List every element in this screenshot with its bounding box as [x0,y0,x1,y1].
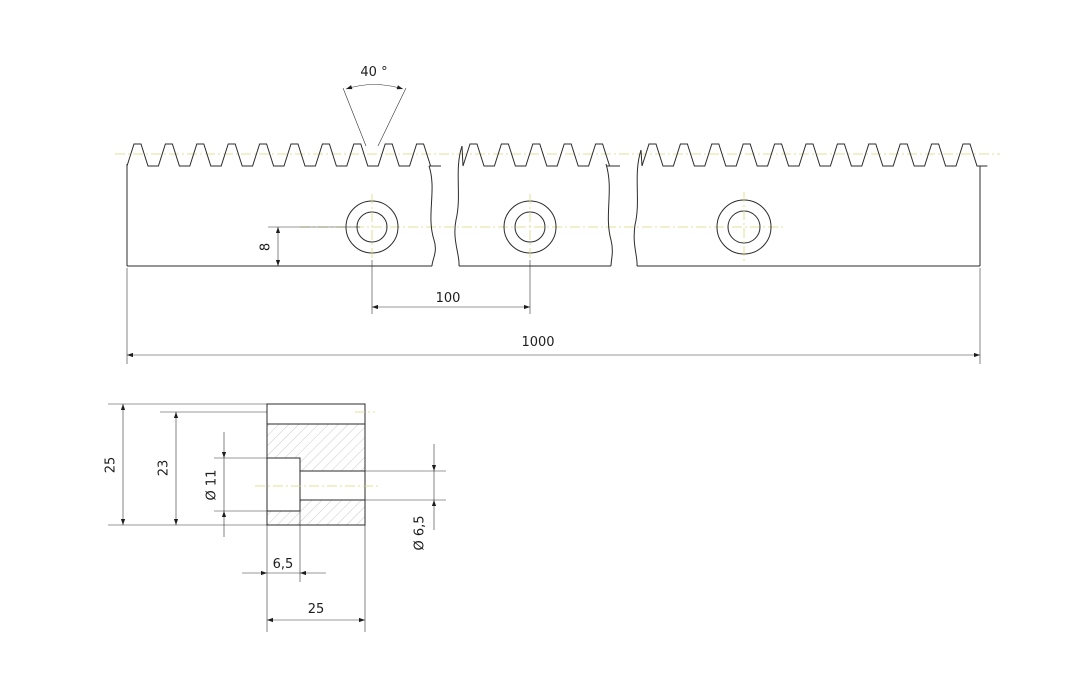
rack-teeth-segment-3 [640,143,988,167]
section-width-label: 25 [308,602,325,617]
tooth-angle-label: 40 ° [360,65,387,80]
dim-hole-diameter: Ø 6,5 [365,444,446,551]
section-height-pitch-label: 23 [157,460,172,477]
dim-counterbore-depth: 6,5 [242,511,326,632]
rack-teeth-segment-1 [126,143,441,167]
dim-hole-height: 8 [259,226,360,266]
break-line-3 [605,163,613,267]
break-line-2 [454,145,463,267]
break-line-4 [633,149,642,267]
hole-height-label: 8 [259,243,274,251]
break-line-1 [428,165,436,267]
mounting-hole-3 [716,192,772,262]
rack-section-view [255,403,378,526]
rack-teeth-segment-2 [461,143,620,167]
counterbore-outline [267,457,301,512]
total-length-label: 1000 [521,335,554,350]
dim-tooth-angle: 40 ° [342,65,407,147]
hole-pitch-label: 100 [436,291,461,306]
section-outline [266,403,366,526]
rack-front-view [115,143,1000,267]
dim-section-height-total: 25 [104,403,267,526]
mounting-hole-2 [503,194,557,260]
counterbore-diameter-label: Ø 11 [205,470,220,501]
dim-section-height-pitch: 23 [157,411,267,525]
dim-section-width: 25 [267,525,366,632]
section-height-total-label: 25 [104,457,119,474]
dim-hole-pitch: 100 [371,260,531,314]
dim-counterbore-diameter: Ø 11 [205,432,267,537]
counterbore-depth-label: 6,5 [273,557,294,572]
hole-diameter-label: Ø 6,5 [413,515,428,550]
dim-total-length: 1000 [126,268,981,364]
